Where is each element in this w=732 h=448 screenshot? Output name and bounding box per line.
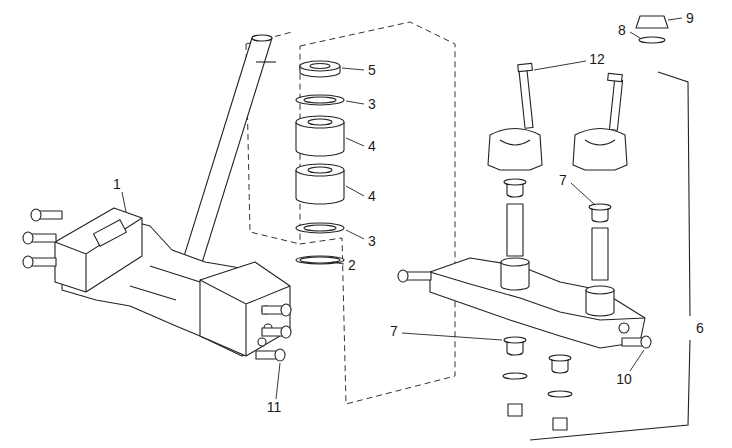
bearing-stack bbox=[296, 61, 344, 264]
upper-clamp bbox=[636, 16, 668, 28]
leader-line bbox=[534, 61, 586, 70]
lower-clamp bbox=[252, 35, 272, 41]
leader-line bbox=[668, 18, 682, 20]
leader-line bbox=[346, 230, 364, 239]
lower-clamp bbox=[176, 38, 272, 282]
leader-line bbox=[342, 68, 364, 70]
lower-clamp bbox=[200, 280, 290, 356]
bearing-stack bbox=[310, 64, 330, 69]
lower-clamp bbox=[256, 61, 276, 62]
upper-clamp bbox=[518, 63, 533, 71]
lower-clamp bbox=[93, 220, 126, 246]
upper-clamp bbox=[398, 16, 690, 440]
bearing-stack bbox=[300, 61, 340, 71]
callout-number: 8 bbox=[617, 22, 627, 38]
group-frame bbox=[246, 22, 455, 404]
bolt bbox=[30, 234, 56, 242]
upper-clamp bbox=[639, 37, 665, 43]
bushing bbox=[548, 391, 572, 397]
bearing-stack bbox=[308, 167, 332, 173]
lower-clamp bbox=[130, 266, 200, 300]
callout-number: 11 bbox=[266, 399, 283, 415]
bushing bbox=[553, 418, 567, 430]
lower-clamp bbox=[55, 35, 290, 356]
upper-clamp bbox=[592, 228, 608, 280]
bushing bbox=[549, 355, 571, 361]
callout-number: 7 bbox=[389, 323, 399, 339]
callout-number: 10 bbox=[615, 371, 633, 387]
bushing bbox=[503, 373, 527, 379]
bearing-stack bbox=[308, 119, 332, 125]
upper-clamp bbox=[504, 179, 526, 185]
upper-clamp bbox=[585, 140, 615, 145]
leader-line bbox=[332, 262, 344, 264]
leader-line bbox=[346, 101, 364, 104]
upper-clamp bbox=[589, 204, 611, 210]
callout-number: 9 bbox=[685, 10, 695, 26]
upper-clamp bbox=[586, 286, 614, 294]
bolt bbox=[23, 232, 33, 244]
leader-line bbox=[122, 192, 126, 212]
upper-clamp bbox=[641, 336, 651, 348]
callout-number: 3 bbox=[367, 96, 377, 112]
callout-number: 1 bbox=[112, 176, 122, 192]
leader-line bbox=[276, 363, 280, 399]
upper-clamp bbox=[430, 258, 645, 348]
bearing-stack bbox=[296, 256, 344, 264]
upper-clamp bbox=[507, 204, 523, 256]
upper-clamp bbox=[573, 129, 627, 171]
callout-number: 4 bbox=[367, 188, 377, 204]
upper-clamp bbox=[619, 323, 629, 333]
leader-line bbox=[630, 350, 644, 371]
leader-line bbox=[571, 183, 594, 204]
bearing-stack bbox=[296, 223, 344, 233]
upper-clamp bbox=[501, 258, 529, 266]
upper-clamp bbox=[530, 72, 690, 440]
bearing-stack bbox=[304, 225, 336, 231]
bolt bbox=[275, 349, 285, 361]
leader-line bbox=[630, 32, 640, 38]
bushing bbox=[504, 337, 526, 343]
bushing bbox=[503, 337, 572, 430]
leader-line bbox=[402, 333, 502, 340]
bearing-stack bbox=[296, 95, 344, 105]
callout-number: 4 bbox=[367, 138, 377, 154]
callout-number: 7 bbox=[558, 172, 568, 188]
leader-line bbox=[346, 138, 364, 146]
upper-clamp bbox=[608, 73, 623, 81]
leader-line bbox=[122, 18, 682, 399]
lower-clamp bbox=[55, 218, 142, 292]
upper-clamp bbox=[488, 129, 542, 171]
bearing-stack bbox=[296, 164, 344, 176]
bolt bbox=[23, 209, 291, 361]
callout-number: 5 bbox=[367, 62, 377, 78]
upper-clamp bbox=[519, 70, 533, 129]
bolt bbox=[281, 326, 291, 338]
callout-number: 3 bbox=[367, 233, 377, 249]
upper-clamp bbox=[430, 272, 645, 320]
bolt bbox=[38, 211, 62, 219]
callout-number: 6 bbox=[695, 320, 705, 336]
upper-clamp bbox=[500, 140, 530, 145]
bushing bbox=[508, 404, 522, 416]
leader-line bbox=[346, 186, 364, 196]
upper-clamp bbox=[609, 80, 622, 131]
bolt bbox=[31, 209, 41, 221]
group-frame bbox=[300, 22, 455, 404]
bearing-stack bbox=[296, 116, 344, 128]
bolt bbox=[23, 256, 33, 268]
bolt bbox=[281, 304, 291, 316]
callout-number: 12 bbox=[588, 51, 606, 67]
bolt bbox=[30, 258, 56, 266]
lower-clamp bbox=[55, 208, 142, 292]
lower-clamp bbox=[200, 262, 290, 356]
bearing-stack bbox=[304, 97, 336, 103]
callout-number: 2 bbox=[347, 257, 357, 273]
upper-clamp bbox=[405, 272, 431, 280]
upper-clamp bbox=[398, 270, 408, 282]
lower-clamp bbox=[258, 338, 266, 346]
